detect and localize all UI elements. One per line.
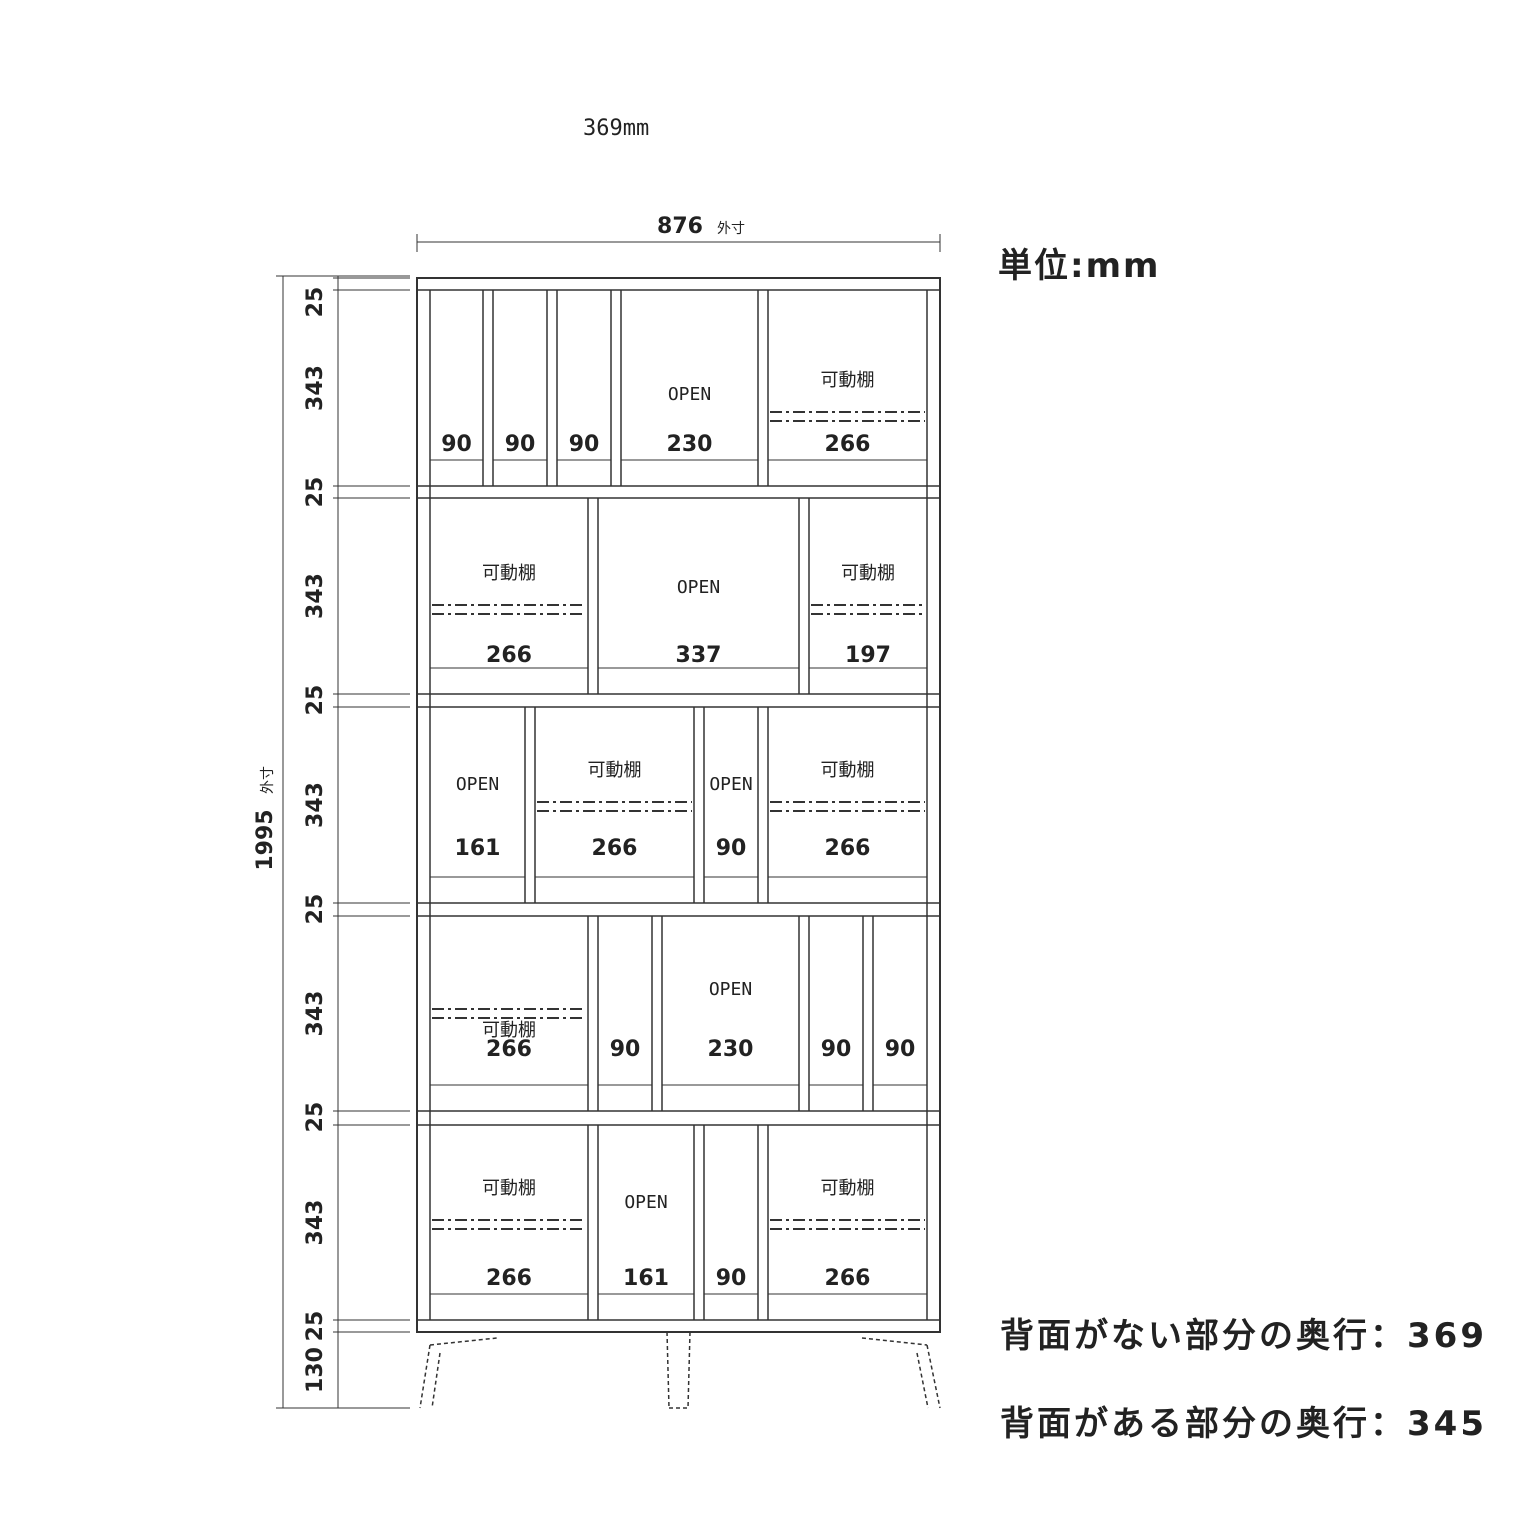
segment-dimension-label: 25 (303, 287, 328, 318)
cell-width-label: 90 (821, 1037, 852, 1062)
segment-dimension-label: 130 (303, 1347, 328, 1393)
right-leg (926, 1344, 941, 1409)
cell-width-label: 90 (569, 432, 600, 457)
cell-width-label: 266 (486, 1266, 532, 1291)
adjustable-shelf-label: 可動棚 (821, 1178, 875, 1199)
cell-width-label: 197 (845, 643, 891, 668)
adjustable-shelf-label: 可動棚 (821, 370, 875, 391)
cell-width-label: 90 (716, 1266, 747, 1291)
segment-dimension-label: 343 (303, 573, 328, 619)
width-suffix: 外寸 (717, 221, 745, 237)
adjustable-shelf-label: 可動棚 (482, 563, 536, 584)
cell-width-label: 266 (825, 432, 871, 457)
cell-width-label: 90 (441, 432, 472, 457)
height-label: 1995 (253, 809, 278, 870)
cell-width-label: 230 (708, 1037, 754, 1062)
adjustable-shelf-label: 可動棚 (841, 563, 895, 584)
left-leg (419, 1344, 431, 1409)
depth-note-no-back: 背面がない部分の奥行：369 (1000, 1316, 1487, 1356)
middle-leg (687, 1331, 691, 1409)
cell-width-label: 90 (885, 1037, 916, 1062)
adjustable-shelf-label: 可動棚 (588, 760, 642, 781)
unit-label: 単位:mm (998, 246, 1161, 286)
segment-dimension-label: 25 (303, 477, 328, 508)
adjustable-shelf-label: 可動棚 (482, 1178, 536, 1199)
segment-dimension-label: 25 (303, 685, 328, 716)
segment-dimension-label: 343 (303, 365, 328, 411)
cell-width-label: 161 (623, 1266, 669, 1291)
open-label: OPEN (709, 774, 752, 795)
width-label: 876 (657, 214, 703, 239)
right-leg (916, 1352, 929, 1409)
right-leg (861, 1337, 928, 1346)
cabinet-outline (416, 277, 941, 1333)
left-leg (429, 1337, 498, 1346)
left-leg (431, 1352, 441, 1409)
cell-width-label: 230 (667, 432, 713, 457)
middle-leg (666, 1331, 670, 1409)
depth-label: 369mm (583, 116, 650, 141)
cell-width-label: 266 (592, 836, 638, 861)
cell-width-label: 161 (455, 836, 501, 861)
cell-width-label: 90 (610, 1037, 641, 1062)
segment-dimension-label: 25 (303, 894, 328, 925)
segment-dimension-label: 343 (303, 782, 328, 828)
open-label: OPEN (709, 979, 752, 1000)
cell-width-label: 266 (486, 643, 532, 668)
depth-note-with-back: 背面がある部分の奥行：345 (1000, 1404, 1487, 1444)
open-label: OPEN (668, 384, 711, 405)
adjustable-shelf-label: 可動棚 (482, 1020, 536, 1041)
open-label: OPEN (677, 577, 720, 598)
cell-width-label: 266 (486, 1037, 532, 1062)
open-label: OPEN (624, 1192, 667, 1213)
height-suffix: 外寸 (260, 766, 276, 794)
cell-width-label: 90 (716, 836, 747, 861)
cell-width-label: 266 (825, 836, 871, 861)
adjustable-shelf-label: 可動棚 (821, 760, 875, 781)
segment-dimension-label: 343 (303, 991, 328, 1037)
segment-dimension-label: 25 (303, 1311, 328, 1342)
cell-width-label: 266 (825, 1266, 871, 1291)
segment-dimension-label: 343 (303, 1200, 328, 1246)
open-label: OPEN (456, 774, 499, 795)
segment-dimension-label: 25 (303, 1102, 328, 1133)
cell-width-label: 337 (676, 643, 722, 668)
cell-width-label: 90 (505, 432, 536, 457)
